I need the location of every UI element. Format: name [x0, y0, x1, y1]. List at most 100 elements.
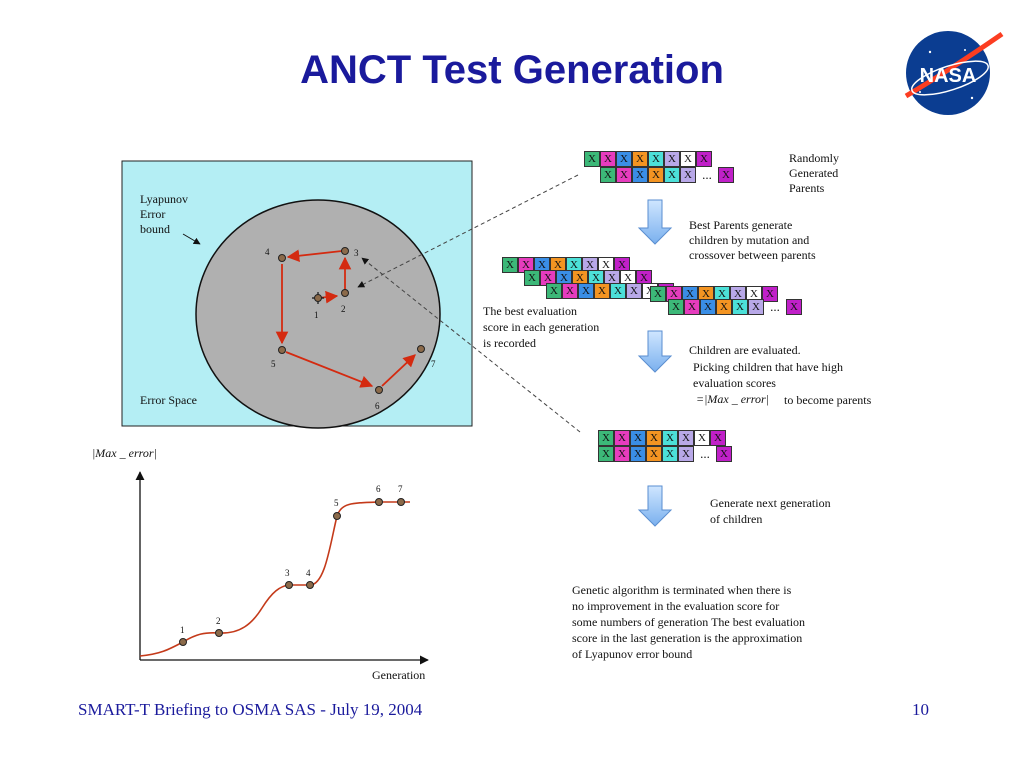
gene-cell: X: [594, 283, 610, 299]
gene-cell: X: [732, 299, 748, 315]
gene-cell: X: [614, 446, 630, 462]
gene-cell: X: [662, 430, 678, 446]
randomly-label-1: Randomly: [789, 151, 839, 165]
best-parents-3: crossover between parents: [689, 248, 816, 262]
plot-label-2: 2: [216, 616, 221, 626]
point-label-4: 4: [265, 247, 270, 257]
lyapunov-error-bound: [195, 199, 441, 429]
to-become-parents: to become parents: [784, 393, 872, 407]
gene-cell: X: [650, 286, 666, 302]
gene-cell: X: [616, 167, 632, 183]
plot-label-4: 4: [306, 568, 311, 578]
gene-cell: X: [710, 430, 726, 446]
footer-text: SMART-T Briefing to OSMA SAS - July 19, …: [78, 700, 423, 719]
gene-cell: X: [562, 283, 578, 299]
plot-point-5: [333, 512, 341, 520]
gene-cell: X: [646, 430, 662, 446]
gene-ellipsis: ...: [702, 167, 712, 182]
plot-point-4: [306, 581, 314, 589]
gene-cell: X: [648, 167, 664, 183]
plot-label-3: 3: [285, 568, 290, 578]
picking-1: Picking children that have high: [693, 360, 843, 374]
gene-cell: X: [550, 257, 566, 273]
point-7: [417, 345, 425, 353]
gene-cell: X: [584, 151, 600, 167]
gene-cell: X: [664, 151, 680, 167]
gene-cell: X: [524, 270, 540, 286]
gene-cell: X: [626, 283, 642, 299]
point-label-5: 5: [271, 359, 276, 369]
gene-cell: X: [502, 257, 518, 273]
point-2: [341, 289, 349, 297]
gene-cell: X: [598, 430, 614, 446]
lyapunov-label-3: bound: [140, 222, 170, 236]
gene-cell: X: [694, 430, 710, 446]
plot-point-1: [179, 638, 187, 646]
gene-cell: X: [630, 430, 646, 446]
termination-1: Genetic algorithm is terminated when the…: [572, 583, 792, 597]
gene-cell: X: [662, 446, 678, 462]
point-label-3: 3: [354, 248, 359, 258]
gene-cell: X: [700, 299, 716, 315]
gene-cell: X: [680, 167, 696, 183]
gene-cell: X: [678, 430, 694, 446]
gene-cell: X: [646, 446, 662, 462]
best-eval-1: The best evaluation: [483, 304, 577, 318]
max-error-equation: =|Max _ error|: [696, 392, 769, 406]
plot-point-2: [215, 629, 223, 637]
best-parents-2: children by mutation and: [689, 233, 810, 247]
point-4: [278, 254, 286, 262]
point-1: [314, 294, 322, 302]
gene-ellipsis: ...: [700, 446, 710, 461]
randomly-label-3: Parents: [789, 181, 825, 195]
gene-cell: X: [604, 270, 620, 286]
error-space-label: Error Space: [140, 393, 197, 407]
gene-cell: X: [678, 446, 694, 462]
lyapunov-label-2: Error: [140, 207, 166, 221]
gene-cell: X: [556, 270, 572, 286]
randomly-label-2: Generated: [789, 166, 839, 180]
point-6: [375, 386, 383, 394]
plot-label-6: 6: [376, 484, 381, 494]
gene-cell: X: [546, 283, 562, 299]
gene-cell: X: [680, 151, 696, 167]
gene-cell: X: [630, 446, 646, 462]
children-evaluated: Children are evaluated.: [689, 343, 801, 357]
best-eval-2: score in each generation: [483, 320, 600, 334]
gene-cell: X: [664, 167, 680, 183]
gene-cell: X: [748, 299, 764, 315]
down-arrow-1: [637, 199, 673, 245]
best-parents-1: Best Parents generate: [689, 218, 793, 232]
generate-next-1: Generate next generation: [710, 496, 831, 510]
gene-cell: X: [600, 151, 616, 167]
gene-cell: X: [762, 286, 778, 302]
plot-xlabel: Generation: [372, 668, 426, 682]
gene-cell: X: [648, 151, 664, 167]
picking-2: evaluation scores: [693, 376, 776, 390]
plot-point-6: [375, 498, 383, 506]
plot-point-7: [397, 498, 405, 506]
down-arrow-3: [637, 485, 673, 527]
gene-cell: X: [632, 151, 648, 167]
gene-cell: X: [588, 270, 604, 286]
slide-title: ANCT Test Generation: [300, 48, 724, 92]
gene-cell: X: [682, 286, 698, 302]
plot-ylabel: |Max _ error|: [92, 446, 157, 460]
termination-2: no improvement in the evaluation score f…: [572, 599, 780, 613]
gene-cell: X: [598, 446, 614, 462]
point-label-1: 1: [314, 310, 319, 320]
gene-cell: X: [578, 283, 594, 299]
point-3: [341, 247, 349, 255]
gene-ellipsis: ...: [770, 299, 780, 314]
point-label-2: 2: [341, 304, 346, 314]
point-label-7: 7: [431, 359, 436, 369]
point-5: [278, 346, 286, 354]
gene-cell: X: [600, 167, 616, 183]
gene-cell: X: [716, 446, 732, 462]
generate-next-2: of children: [710, 512, 763, 526]
